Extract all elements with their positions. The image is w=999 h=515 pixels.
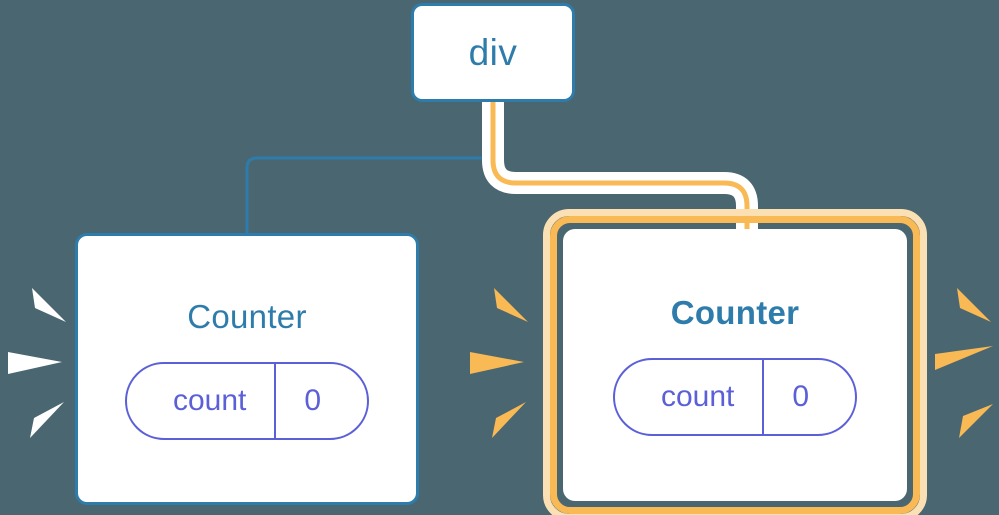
node-counter-left[interactable]: Counter count 0: [75, 233, 419, 505]
counter-right-state-pill[interactable]: count 0: [612, 358, 858, 436]
counter-right-state-value: 0: [792, 380, 810, 413]
counter-left-state-key: count: [172, 384, 247, 417]
pill-divider: [274, 364, 277, 438]
burst-rays-left-counter-left: [8, 288, 66, 438]
counter-right-highlight-inner: [550, 216, 920, 514]
counter-left-state-pill[interactable]: count 0: [124, 362, 370, 440]
edge-div-to-counter-left: [245, 102, 495, 233]
counter-right-state-key: count: [660, 380, 735, 413]
node-div-label: div: [468, 31, 518, 73]
burst-rays-right-counter-left: [470, 288, 528, 438]
node-div[interactable]: div: [411, 3, 575, 102]
edge-div-to-counter-right: [490, 102, 750, 240]
pill-divider: [762, 360, 765, 434]
node-counter-right[interactable]: Counter count 0: [563, 229, 907, 501]
burst-rays-right-counter-right: [935, 288, 993, 438]
counter-left-title: Counter: [187, 298, 307, 335]
counter-left-state-value: 0: [304, 384, 322, 417]
counter-right-title: Counter: [670, 294, 800, 331]
